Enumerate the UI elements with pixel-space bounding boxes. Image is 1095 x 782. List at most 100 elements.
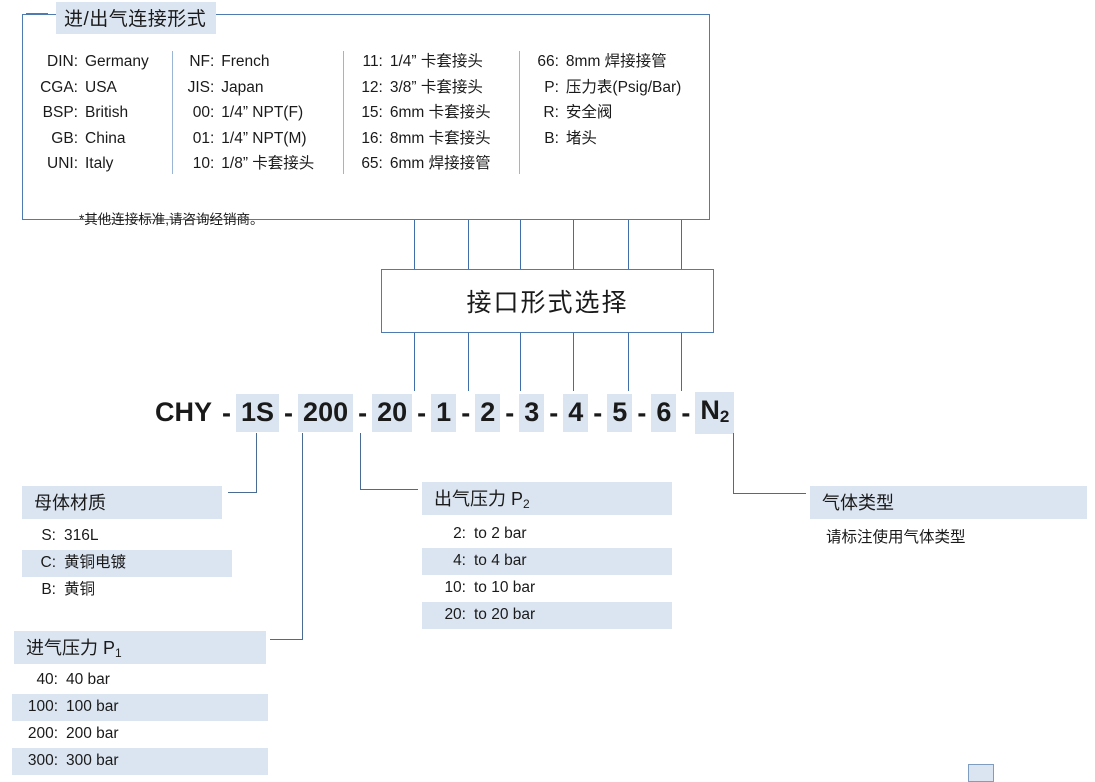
row-value: to 4 bar: [474, 552, 527, 569]
code-segment-chy: CHY: [155, 397, 213, 427]
row-value: 40 bar: [66, 671, 110, 688]
row-value: 黄铜电镀: [64, 554, 127, 571]
list-item: C:黄铜电镀: [22, 550, 232, 577]
code-separator: -: [222, 398, 232, 428]
code-separator: -: [593, 398, 603, 428]
code-segment-material: 1S: [236, 394, 280, 432]
connector-digit-5: [628, 333, 629, 391]
code-gas-subscript: 2: [719, 407, 730, 426]
list-item: NF:French: [179, 51, 337, 72]
connector-gas-vertical: [733, 433, 734, 493]
row-key: B:: [41, 581, 56, 598]
code-segment-port-6: 6: [651, 394, 677, 432]
row-value: 300 bar: [66, 752, 119, 769]
code-segment-outlet-pressure: 20: [372, 394, 413, 432]
entry-value: USA: [85, 78, 117, 96]
list-item: DIN:Germany: [29, 51, 166, 72]
code-separator: -: [461, 398, 471, 428]
connector-material-horizontal: [228, 492, 257, 493]
body-material-list: S: 316L C:黄铜电镀 B: 黄铜: [22, 523, 232, 604]
code-segment-port-1: 1: [431, 394, 457, 432]
entry-key: NF:: [189, 53, 215, 70]
list-item: 100:100 bar: [12, 694, 268, 721]
row-value: 316L: [64, 527, 99, 544]
entry-key: P:: [544, 78, 559, 96]
entry-key: 66:: [537, 53, 559, 70]
entry-value: Germany: [85, 53, 149, 70]
list-item: CGA:USA: [29, 77, 166, 98]
row-value: to 2 bar: [474, 525, 527, 542]
connector-inlet-vertical: [302, 433, 303, 639]
connector-digit-6: [681, 333, 682, 391]
body-material-title: 母体材质: [22, 486, 222, 519]
row-key: 300:: [27, 752, 58, 769]
connector-outlet-vertical: [360, 433, 361, 489]
entry-key: 10:: [192, 155, 215, 172]
list-item: 65:6mm 焊接接管: [350, 153, 513, 174]
row-key: 4:: [453, 552, 466, 569]
entry-key: 11:: [362, 53, 383, 70]
code-separator: -: [549, 398, 559, 428]
inlet-pressure-title-text: 进气压力 P: [26, 638, 116, 658]
entry-key: UNI:: [47, 155, 78, 172]
entry-value: China: [85, 129, 126, 147]
entry-value: 8mm 焊接接管: [565, 53, 667, 70]
list-item: 2:to 2 bar: [422, 521, 672, 548]
outlet-pressure-title: 出气压力 P2: [422, 482, 672, 515]
entry-key: 01:: [192, 129, 215, 147]
connection-panel-title: 进/出气连接形式: [56, 2, 217, 34]
list-item: R: 安全阀: [526, 102, 703, 123]
code-separator: -: [284, 398, 294, 428]
code-segment-port-5: 5: [607, 394, 633, 432]
inlet-pressure-list: 40:40 bar 100:100 bar 200:200 bar 300:30…: [12, 667, 268, 775]
row-value: 黄铜: [64, 581, 96, 598]
list-item: 10:1/8” 卡套接头: [179, 153, 337, 174]
entry-key: 16:: [361, 129, 383, 147]
corner-widget[interactable]: [968, 764, 994, 782]
connection-type-panel: DIN:Germany CGA:USA BSP:British GB:China…: [22, 14, 710, 227]
connector-inlet-horizontal: [270, 639, 303, 640]
entry-key: R:: [543, 104, 559, 121]
row-key: 100:: [27, 698, 58, 715]
list-item: P: 压力表(Psig/Bar): [526, 77, 703, 98]
connection-column-2: NF:French JIS:Japan 00:1/4” NPT(F) 01:1/…: [172, 51, 343, 174]
code-segment-port-4: 4: [563, 394, 589, 432]
list-item: B: 堵头: [526, 128, 703, 149]
product-code-line: CHY - 1S - 200 - 20 - 1 - 2 - 3 - 4 - 5 …: [150, 392, 735, 434]
entry-key: B:: [544, 129, 559, 147]
connection-column-4: 66: 8mm 焊接接管 P: 压力表(Psig/Bar) R: 安全阀 B: 堵头: [518, 51, 709, 174]
list-item: JIS:Japan: [179, 77, 337, 98]
list-item: 15:6mm 卡套接头: [350, 102, 513, 123]
connector-digit-2: [468, 333, 469, 391]
row-key: 200:: [27, 725, 58, 742]
entry-value: Italy: [85, 155, 114, 172]
outlet-pressure-list: 2:to 2 bar 4:to 4 bar 10:to 10 bar 20:to…: [422, 521, 672, 629]
entry-value: 1/4” NPT(M): [221, 129, 307, 147]
entry-value: 堵头: [565, 129, 597, 147]
code-separator: -: [505, 398, 515, 428]
entry-value: 安全阀: [565, 104, 613, 121]
entry-value: Japan: [221, 78, 264, 96]
row-key: S:: [41, 527, 56, 544]
connector-material-vertical: [256, 433, 257, 492]
list-item: 01: 1/4” NPT(M): [179, 128, 337, 149]
connector-gas-horizontal: [733, 493, 806, 494]
list-item: 40:40 bar: [12, 667, 268, 694]
connector-outlet-horizontal: [360, 489, 418, 490]
list-item: BSP:British: [29, 102, 166, 123]
outlet-pressure-subscript: 2: [523, 497, 530, 511]
connector-digit-3: [520, 333, 521, 391]
list-item: 12:3/8” 卡套接头: [350, 77, 513, 98]
code-segment-gas: N2: [695, 392, 735, 434]
interface-selection-label: 接口形式选择: [466, 289, 629, 317]
code-separator: -: [681, 398, 691, 428]
inlet-pressure-title: 进气压力 P1: [14, 631, 266, 664]
entry-key: 00:: [192, 104, 215, 121]
code-segment-port-2: 2: [475, 394, 501, 432]
entry-key: BSP:: [42, 104, 78, 121]
list-item: 300: 300 bar: [12, 748, 268, 775]
entry-value: 压力表(Psig/Bar): [565, 78, 682, 96]
gas-type-title: 气体类型: [810, 486, 1087, 519]
inlet-pressure-subscript: 1: [115, 646, 122, 660]
